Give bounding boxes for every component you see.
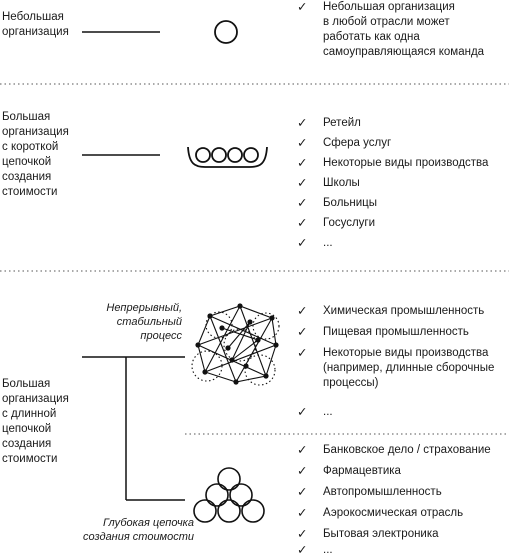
list-item: Госуслуги (323, 217, 376, 229)
list-item: Аэрокосмическая отрасль (323, 507, 464, 519)
check-icon: ✓ (297, 236, 308, 250)
deep-chain-circles-icon (193, 467, 265, 523)
check-icon: ✓ (297, 196, 308, 210)
check-icon: ✓ (297, 443, 308, 457)
list-item: ... (323, 544, 333, 556)
check-icon: ✓ (297, 485, 308, 499)
check-icon: ✓ (297, 405, 308, 419)
list-item: Небольшая организация в любой отрасли мо… (323, 1, 485, 58)
teams-in-chain-icon (187, 146, 268, 168)
list-item: Некоторые виды производства (например, д… (323, 347, 495, 389)
list-item: Некоторые виды производства (323, 157, 489, 169)
label-long-chain-org: Большая организация с длинной цепочкой с… (2, 378, 69, 465)
network-nodes (195, 303, 279, 385)
long-chain-bracket (82, 356, 185, 501)
list-item: Пищевая промышленность (323, 326, 469, 338)
check-icon: ✓ (297, 543, 308, 557)
list-item: Бытовая электроника (323, 528, 439, 540)
check-icon: ✓ (297, 527, 308, 541)
check-icon: ✓ (297, 325, 308, 339)
caption-deep-chain: Глубокая цепочка создания стоимости (83, 517, 194, 543)
caption-continuous-process: Непрерывный, стабильный процесс (106, 302, 182, 342)
check-icon: ✓ (297, 346, 308, 360)
label-short-chain-org: Большая организация с короткой цепочкой … (2, 111, 69, 198)
list-item: Банковское дело / страхование (323, 444, 491, 456)
list-item: Школы (323, 177, 360, 189)
list-item: Фармацевтика (323, 465, 401, 477)
list-item: Больницы (323, 197, 378, 209)
check-icon: ✓ (297, 304, 308, 318)
list-item: ... (323, 237, 333, 249)
list-item: ... (323, 406, 333, 418)
check-icon: ✓ (297, 136, 308, 150)
check-icon: ✓ (297, 464, 308, 478)
check-icon: ✓ (297, 506, 308, 520)
list-item: Автопромышленность (323, 486, 442, 498)
label-small-org: Небольшая организация (2, 11, 69, 38)
check-icon: ✓ (297, 216, 308, 230)
list-item: Сфера услуг (323, 137, 392, 149)
check-icon: ✓ (297, 0, 308, 14)
check-icon: ✓ (297, 156, 308, 170)
network-process-icon (191, 305, 280, 386)
single-team-circle (214, 20, 238, 44)
check-icon: ✓ (297, 116, 308, 130)
list-item: Ретейл (323, 117, 361, 129)
list-item: Химическая промышленность (323, 305, 485, 317)
check-icon: ✓ (297, 176, 308, 190)
